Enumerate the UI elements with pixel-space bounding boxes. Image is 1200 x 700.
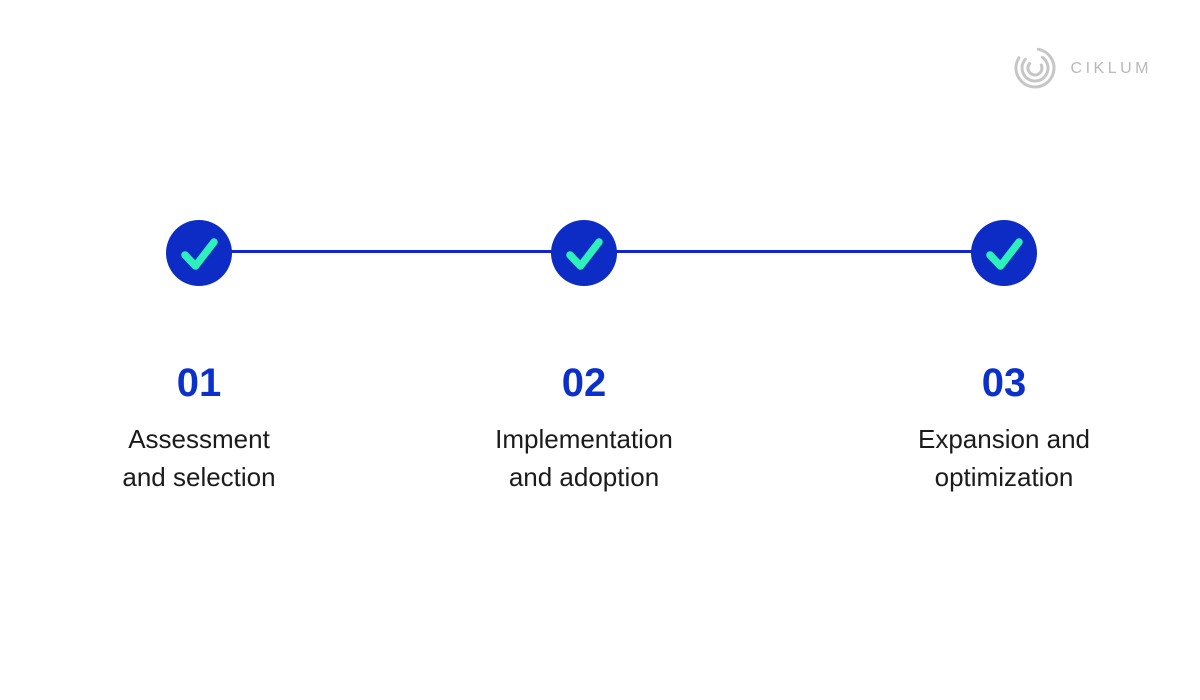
timeline-node-step-3 [971,220,1037,286]
step-2: 02 Implementation and adoption [434,360,734,496]
step-title-line-1: Expansion and [917,424,1091,454]
step-title-line-1: Assessment [128,424,270,454]
step-1: 01 Assessment and selection [49,360,349,496]
step-title-line-2: and adoption [508,462,660,492]
step-3: 03 Expansion and optimization [854,360,1154,496]
ciklum-arcs-icon [1014,47,1056,89]
step-number: 01 [176,361,222,405]
step-number: 02 [561,361,607,405]
checkmark-icon [971,220,1037,286]
step-title: Expansion and optimization [854,420,1154,496]
brand-logo: CIKLUM [1011,44,1152,92]
step-title: Assessment and selection [49,420,349,496]
step-title-line-2: optimization [934,462,1074,492]
checkmark-icon [166,220,232,286]
step-number: 03 [981,361,1027,405]
step-title: Implementation and adoption [434,420,734,496]
checkmark-icon [551,220,617,286]
step-title-line-1: Implementation [495,424,673,454]
timeline-node-step-2 [551,220,617,286]
timeline-node-step-1 [166,220,232,286]
brand-name: CIKLUM [1070,60,1152,77]
step-title-line-2: and selection [122,462,276,492]
